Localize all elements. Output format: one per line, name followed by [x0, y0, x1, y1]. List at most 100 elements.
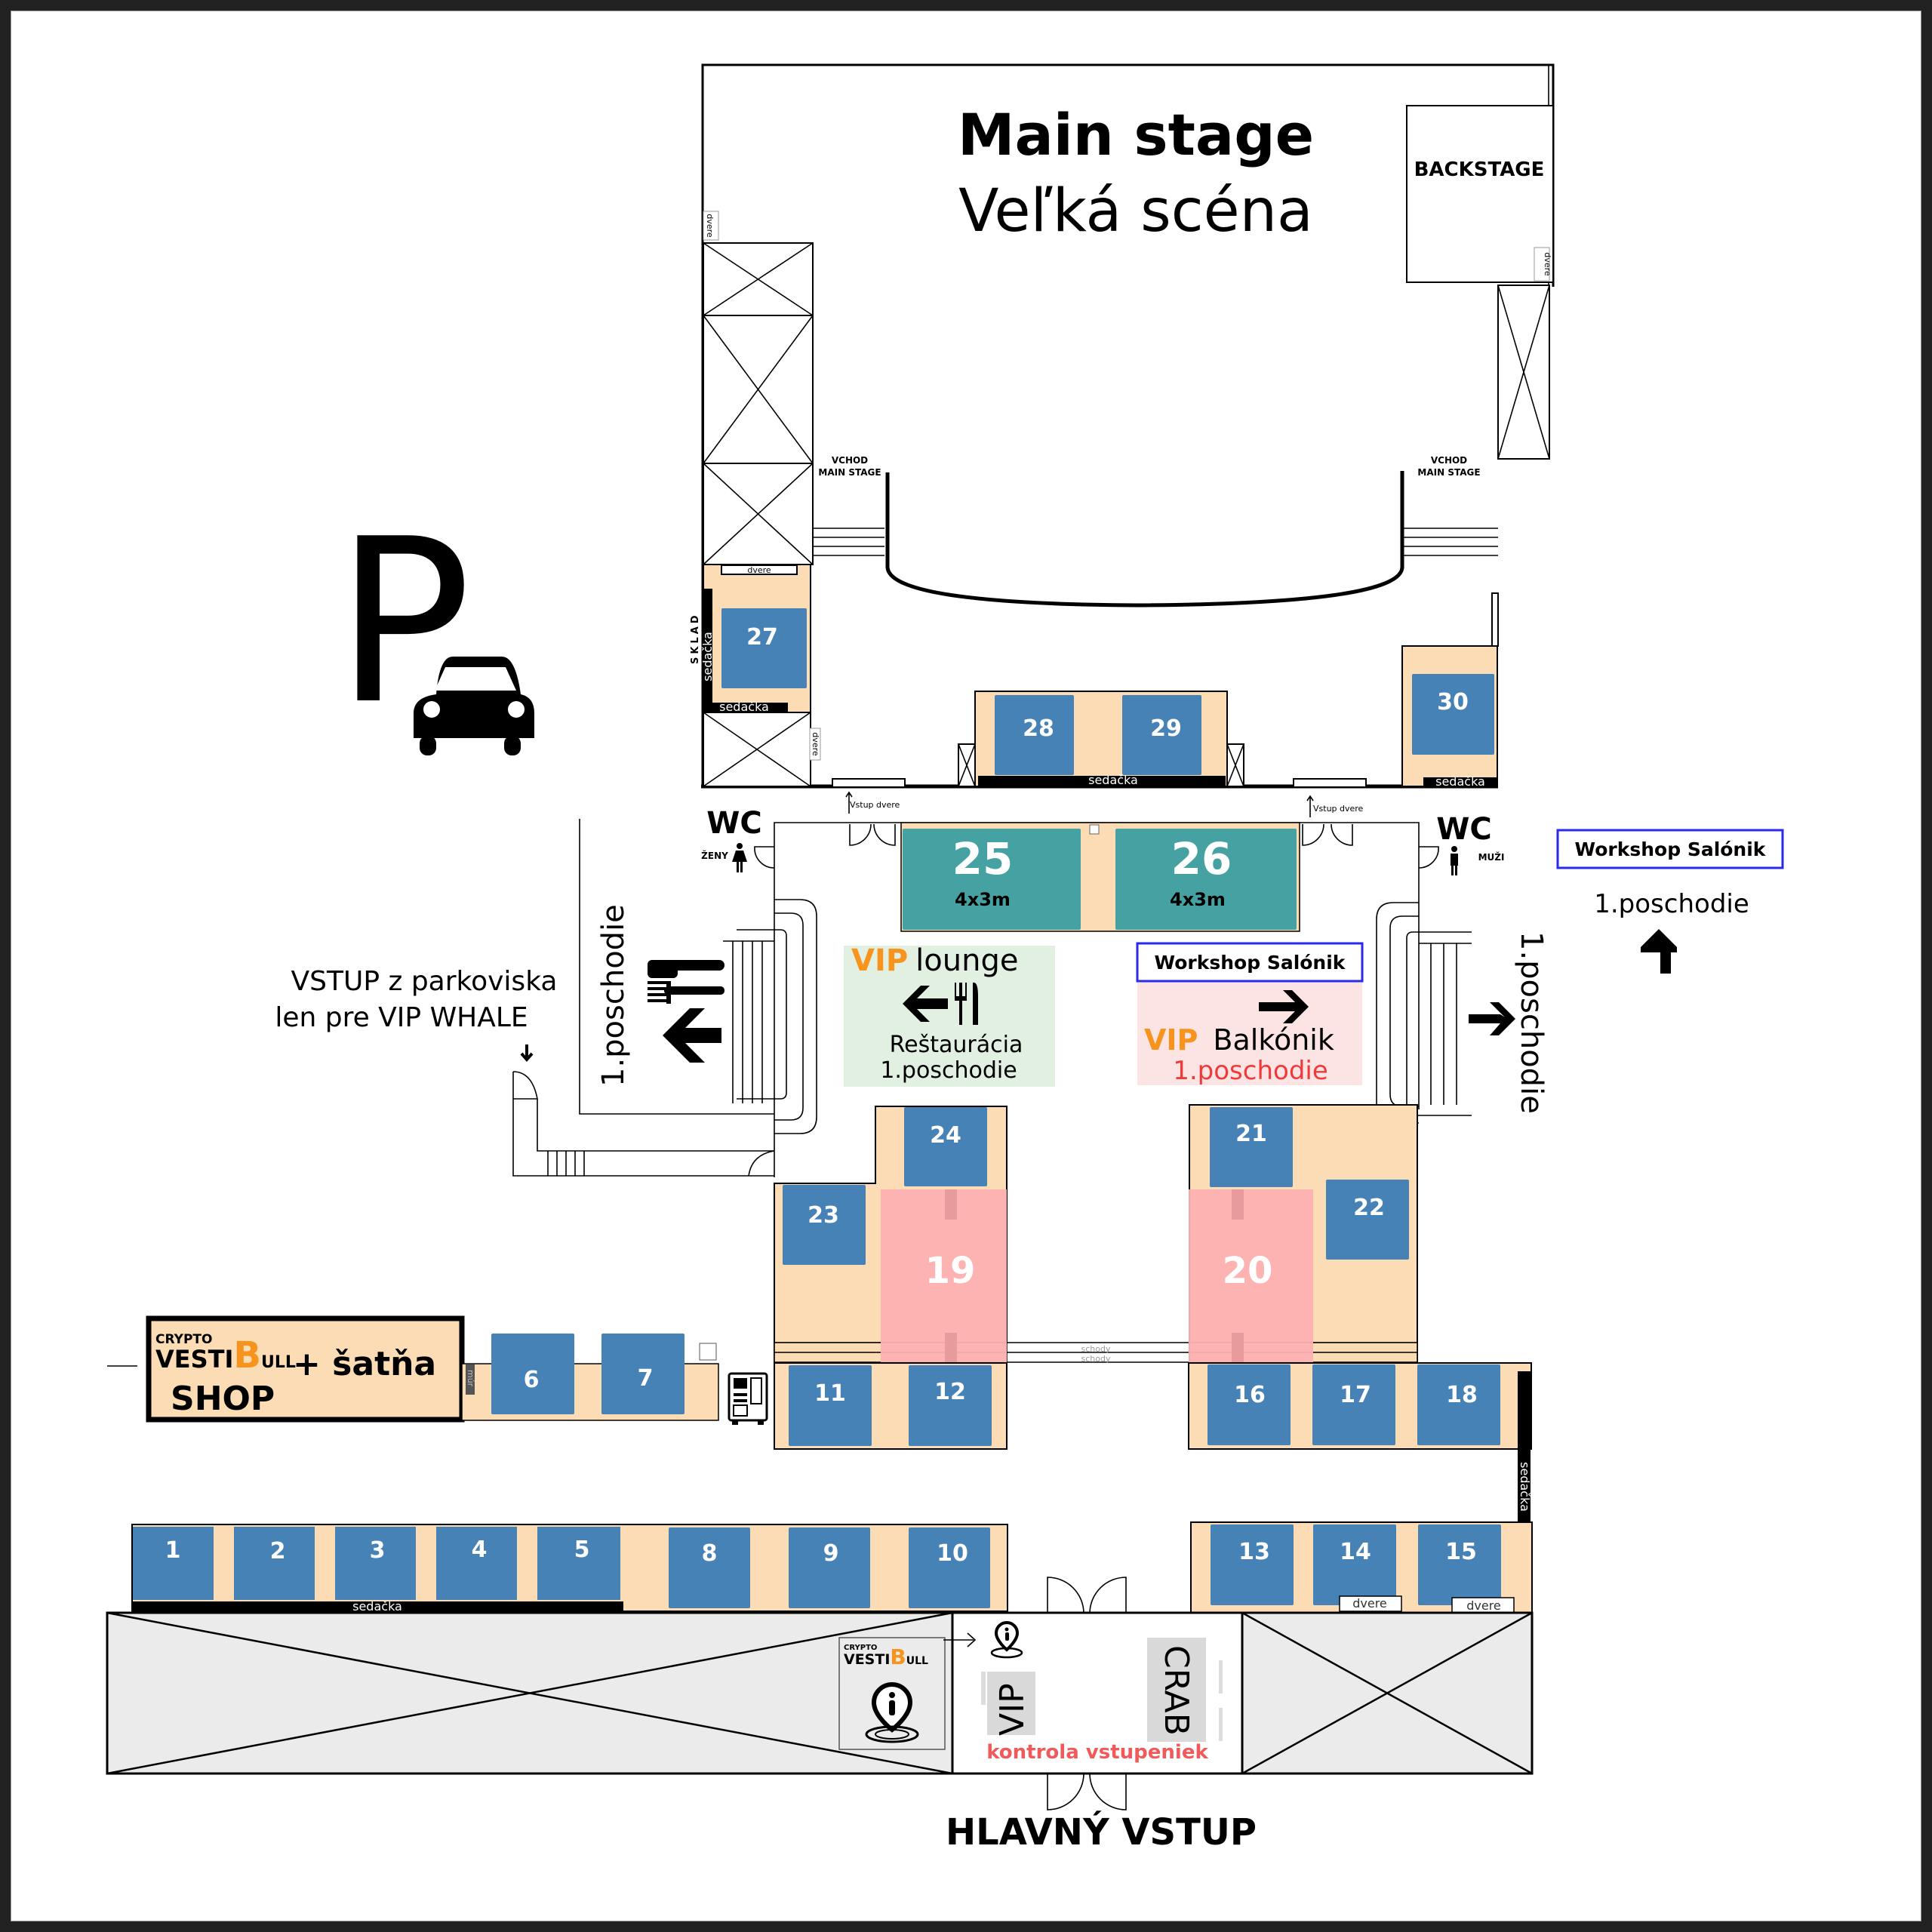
booth-22[interactable] — [1326, 1180, 1409, 1260]
wc-women: WC ŽENY — [701, 806, 762, 872]
booth-26-label: 26 — [1171, 833, 1232, 884]
booth-21[interactable] — [1210, 1107, 1293, 1187]
backstage-room — [1406, 105, 1554, 283]
booth-2-label: 2 — [270, 1538, 286, 1564]
booth-26[interactable] — [1115, 829, 1297, 930]
booth-9[interactable] — [789, 1527, 870, 1608]
workshop-right-box[interactable] — [1556, 829, 1784, 869]
booth-6[interactable] — [491, 1334, 574, 1414]
info-pin-icon-small — [990, 1620, 1023, 1659]
seat-28-29-label: sedačka — [1088, 773, 1138, 787]
seat-27-bottom-label: sedačka — [719, 700, 769, 714]
booth-19-marker-bottom — [945, 1333, 957, 1363]
shop-brand-top: CRYPTO — [155, 1332, 212, 1347]
booth-14[interactable] — [1313, 1524, 1396, 1605]
info-desk-brand-top: CRYPTO — [844, 1644, 877, 1652]
main-stage-title: Main stage — [958, 101, 1314, 168]
vip-balkonik-line2: 1.poschodie — [1173, 1056, 1328, 1086]
booth-13-label: 13 — [1238, 1539, 1270, 1565]
zone-27-door-label: dvere — [747, 565, 771, 575]
info-arrow — [967, 1632, 977, 1647]
booth-7[interactable] — [601, 1334, 685, 1414]
shop-brand-main: VESTIBULL — [155, 1334, 296, 1377]
booth-1[interactable] — [133, 1527, 214, 1600]
left-entrance-steps — [813, 528, 884, 556]
vchod-right-1: VCHOD — [1431, 455, 1467, 466]
booth-13[interactable] — [1211, 1524, 1294, 1605]
wc-men-label: WC — [1436, 812, 1491, 847]
booth-28[interactable] — [995, 695, 1074, 775]
booth-4[interactable] — [436, 1527, 517, 1600]
booth-23-label: 23 — [808, 1202, 839, 1229]
woman-icon — [732, 843, 747, 872]
booth-15[interactable] — [1418, 1524, 1501, 1605]
booth-24[interactable] — [904, 1107, 987, 1186]
booth-3[interactable] — [335, 1527, 416, 1600]
booth-20[interactable] — [1189, 1189, 1313, 1362]
wc-women-label: WC — [706, 806, 761, 841]
shop-area: CRYPTO VESTIBULL + šatňa SHOP — [107, 1315, 465, 1423]
booth-29[interactable] — [1122, 695, 1201, 775]
vstup-dvere-left-frame — [832, 778, 906, 788]
vstup-dvere-left: Vstup dvere — [845, 791, 900, 814]
door-top-left-b — [873, 823, 896, 846]
workshop-center-title: Workshop Salónik — [1155, 952, 1346, 974]
vip-lounge-bg — [844, 946, 1055, 1087]
door-inner-right[interactable] — [1089, 1577, 1127, 1614]
stairs-left — [723, 899, 817, 1134]
booth-4-label: 4 — [472, 1537, 488, 1563]
door-inner-left[interactable] — [1047, 1577, 1084, 1614]
booth-16[interactable] — [1208, 1364, 1291, 1445]
booth-17[interactable] — [1312, 1364, 1395, 1445]
booth-27[interactable] — [721, 608, 807, 688]
schody-label-2: schody — [1081, 1354, 1111, 1364]
restaurant-icon-left — [648, 960, 724, 1004]
booth-11[interactable] — [789, 1365, 872, 1446]
seat-27-bottom — [703, 703, 788, 712]
booth-2[interactable] — [234, 1527, 315, 1600]
poschodie-left-label: 1.poschodie — [596, 904, 631, 1087]
booth-30[interactable] — [1412, 674, 1494, 755]
door-14-label: dvere — [1352, 1596, 1387, 1611]
booth-23[interactable] — [783, 1185, 866, 1265]
door-wc-men — [1418, 846, 1439, 869]
crab-gate[interactable] — [1147, 1638, 1206, 1742]
stage-front-curve — [885, 471, 1404, 608]
workshop-right-title: Workshop Salónik — [1575, 838, 1767, 860]
arrow-left-large-icon — [663, 1008, 721, 1063]
booth-10[interactable] — [909, 1527, 990, 1608]
booth-19[interactable] — [881, 1189, 1007, 1362]
seat-bottom-left-label: sedačka — [352, 1599, 402, 1614]
booth-7-label: 7 — [638, 1365, 654, 1392]
booth-5-label: 5 — [574, 1537, 590, 1563]
vip-lounge-line2: 1.poschodie — [880, 1057, 1017, 1084]
booth-25-full — [903, 829, 1081, 930]
booth-9-label: 9 — [823, 1540, 839, 1567]
backstage-door — [1534, 247, 1550, 281]
booth-12[interactable] — [909, 1365, 992, 1446]
booth-18[interactable] — [1417, 1364, 1500, 1445]
door-main-left[interactable] — [1047, 1773, 1084, 1810]
zeny-label: ŽENY — [701, 850, 728, 861]
mur-label: múr — [466, 1370, 475, 1387]
car-icon — [414, 657, 534, 755]
door-main-right[interactable] — [1089, 1773, 1127, 1810]
gate-post-right-1 — [1219, 1660, 1223, 1694]
parking-corridor — [512, 819, 775, 1177]
right-entrance-steps — [1404, 528, 1498, 556]
booth-28-label: 28 — [1023, 715, 1054, 742]
left-storage-x — [703, 242, 814, 565]
shop-label: SHOP — [171, 1380, 275, 1418]
workshop-center-box[interactable] — [1136, 942, 1364, 983]
booth-26-size: 4x3m — [1170, 889, 1226, 910]
backstage-door-label: dvere — [1543, 252, 1552, 276]
booth-20-marker-bottom — [1232, 1333, 1244, 1363]
booth-8[interactable] — [669, 1527, 750, 1608]
shop-satna-label: + šatňa — [293, 1345, 436, 1383]
booth-5[interactable] — [537, 1527, 620, 1600]
crypto-vestibull-shop[interactable] — [146, 1315, 465, 1423]
vip-gate[interactable] — [987, 1672, 1035, 1735]
booth-27-label: 27 — [746, 624, 778, 651]
